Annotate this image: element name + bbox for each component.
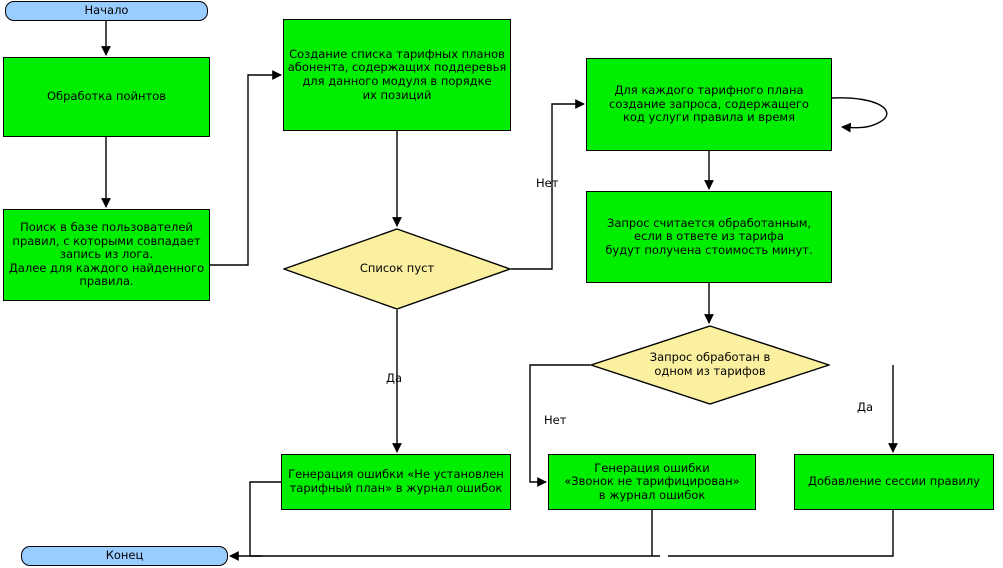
node-error-no-tariff-plan-label: Генерация ошибки «Не установлен тарифный… bbox=[288, 467, 504, 495]
edge-self-loop-create-request bbox=[831, 97, 888, 133]
node-create-request[interactable]: Для каждого тарифного плана создание зап… bbox=[586, 58, 832, 151]
node-request-processed-definition[interactable]: Запрос считается обработанным, если в от… bbox=[586, 191, 832, 283]
edge-label-da-right: Да bbox=[857, 400, 874, 414]
node-process-points-label: Обработка пойнтов bbox=[46, 89, 167, 104]
edge-addsession-to-collector bbox=[668, 510, 894, 557]
node-error-no-tariff-plan[interactable]: Генерация ошибки «Не установлен тарифный… bbox=[281, 454, 511, 510]
node-add-session-to-rule-label: Добавление сессии правилу bbox=[807, 474, 980, 489]
node-search-rules[interactable]: Поиск в базе пользователей правил, с кот… bbox=[3, 209, 210, 301]
node-start[interactable]: Начало bbox=[5, 1, 208, 21]
node-error-call-not-tariffed-label: Генерация ошибки «Звонок не тарифицирова… bbox=[564, 460, 740, 502]
edge-error1-to-collector bbox=[249, 481, 281, 557]
node-create-request-label: Для каждого тарифного плана создание зап… bbox=[609, 83, 809, 125]
diamond-shape-list-empty bbox=[283, 228, 511, 310]
node-start-label: Начало bbox=[84, 3, 129, 18]
node-create-list[interactable]: Создание списка тарифных планов абонента… bbox=[283, 19, 511, 131]
node-list-empty-label: Список пуст bbox=[359, 261, 435, 276]
edge-label-net-bottom: Нет bbox=[544, 413, 567, 427]
edge-label-da-list-empty: Да bbox=[386, 371, 403, 385]
edge-search-to-createlist bbox=[210, 70, 282, 266]
node-request-processed-definition-label: Запрос считается обработанным, если в от… bbox=[605, 215, 813, 257]
node-end[interactable]: Конец bbox=[21, 546, 228, 566]
node-list-empty[interactable]: Список пуст bbox=[283, 228, 511, 310]
node-processed-in-one-tariff-label: Запрос обработан в одном из тарифов bbox=[649, 350, 771, 378]
node-processed-in-one-tariff[interactable]: Запрос обработан в одном из тарифов bbox=[590, 325, 830, 405]
node-search-rules-label: Поиск в базе пользователей правил, с кот… bbox=[8, 220, 205, 289]
edge-label-net-top: Нет bbox=[536, 176, 559, 190]
node-end-label: Конец bbox=[105, 548, 144, 563]
node-error-call-not-tariffed[interactable]: Генерация ошибки «Звонок не тарифицирова… bbox=[548, 454, 756, 510]
node-process-points[interactable]: Обработка пойнтов bbox=[3, 57, 210, 137]
node-add-session-to-rule[interactable]: Добавление сессии правилу bbox=[794, 454, 994, 510]
diamond-shape-processed-in-one bbox=[590, 325, 830, 405]
node-create-list-label: Создание списка тарифных планов абонента… bbox=[287, 46, 507, 102]
